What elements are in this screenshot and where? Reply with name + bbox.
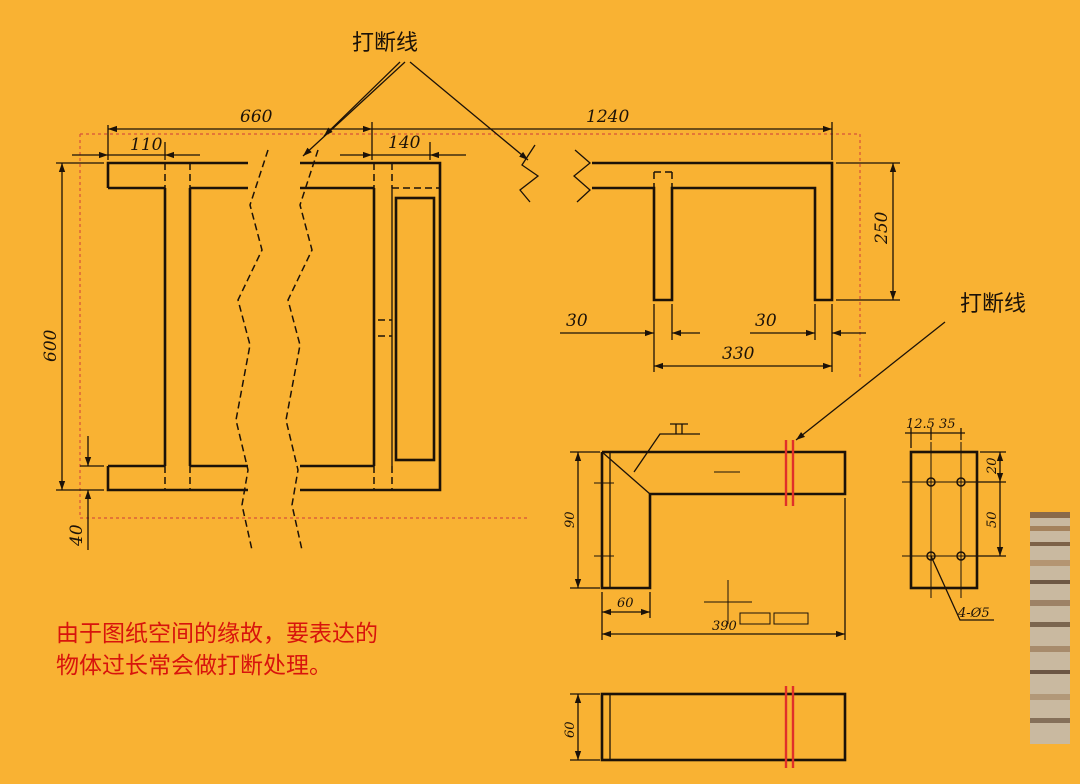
hole-plate-view: 12.5 35 20 50 4-Ø5 — [902, 417, 1006, 621]
plate-top-view: 60 — [563, 686, 847, 768]
hole — [956, 477, 966, 487]
plate-front-view: Ⅱ 90 60 390 — [563, 423, 847, 640]
dim-40: 40 — [67, 524, 87, 547]
hole — [956, 551, 966, 561]
dim-12-5: 12.5 — [906, 417, 935, 432]
break-line-1 — [235, 149, 269, 551]
note-line-2: 物体过长常会做打断处理。 — [56, 653, 332, 679]
dim-30-right: 30 — [755, 311, 777, 331]
dim-110: 110 — [130, 135, 163, 155]
dim-1240: 1240 — [586, 107, 629, 127]
dim-390: 390 — [712, 619, 737, 634]
dim-60-horizontal: 60 — [617, 596, 634, 611]
dim-600: 600 — [41, 329, 61, 362]
hole — [926, 477, 936, 487]
dim-140: 140 — [388, 133, 421, 153]
side-dimensions: 250 30 30 330 — [560, 162, 900, 372]
dim-50: 50 — [985, 511, 1000, 528]
callout-right: 打断线 — [795, 292, 1026, 441]
dim-90: 90 — [563, 511, 578, 528]
hole — [926, 551, 936, 561]
dim-660: 660 — [240, 107, 273, 127]
dim-30-left: 30 — [566, 311, 588, 331]
dim-20: 20 — [985, 457, 1000, 475]
front-dimensions: 660 1240 110 140 600 40 — [41, 107, 833, 550]
dim-35: 35 — [939, 417, 956, 432]
dim-60-vertical: 60 — [563, 721, 578, 738]
callout-top-label: 打断线 — [352, 31, 418, 56]
holes-label: 4-Ø5 — [957, 606, 990, 621]
side-view — [519, 144, 834, 302]
reference-outline — [79, 133, 861, 519]
explanation-note: 由于图纸空间的缘故，要表达的 物体过长常会做打断处理。 — [56, 618, 378, 682]
callout-right-label: 打断线 — [960, 292, 1026, 317]
dim-330: 330 — [722, 344, 755, 364]
front-view — [106, 149, 442, 551]
note-line-1: 由于图纸空间的缘故，要表达的 — [56, 621, 378, 647]
book-stack-image — [1030, 512, 1070, 744]
dim-250: 250 — [872, 211, 892, 245]
callout-top: 打断线 — [302, 31, 529, 161]
break-line-2 — [285, 149, 319, 551]
